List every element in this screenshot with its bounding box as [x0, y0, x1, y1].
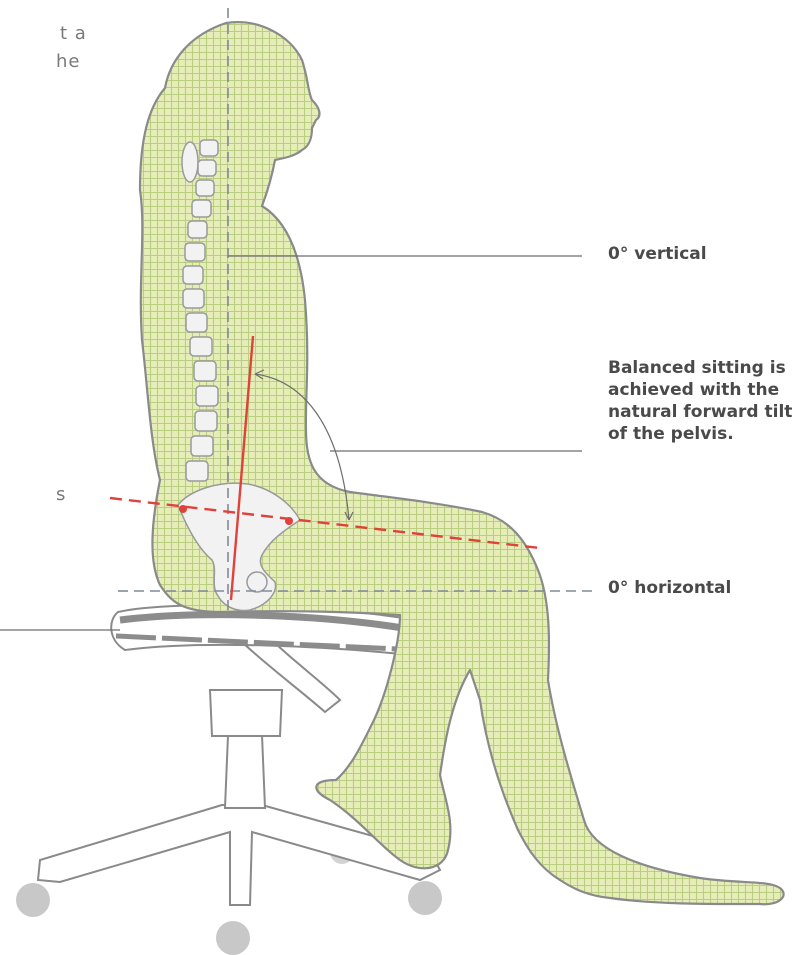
cropped-text-mid-left: s [56, 481, 66, 509]
cropped-line: he [56, 48, 83, 76]
caption-line: achieved with the [608, 379, 792, 401]
balanced-sitting-caption: Balanced sitting is achieved with the na… [608, 357, 792, 445]
caption-line: natural forward tilt [608, 401, 792, 423]
cropped-text-top-left: t a he [56, 20, 83, 76]
vertical-label: 0° vertical [608, 243, 707, 265]
cropped-line: t a [60, 20, 87, 48]
caption-line: Balanced sitting is [608, 357, 792, 379]
caster-icon [16, 883, 50, 917]
caster-icon [408, 881, 442, 915]
caster-icon [216, 921, 250, 955]
horizontal-label: 0° horizontal [608, 577, 731, 599]
caption-line: of the pelvis. [608, 423, 792, 445]
chair-column [225, 735, 265, 808]
chair-mechanism [210, 690, 282, 736]
